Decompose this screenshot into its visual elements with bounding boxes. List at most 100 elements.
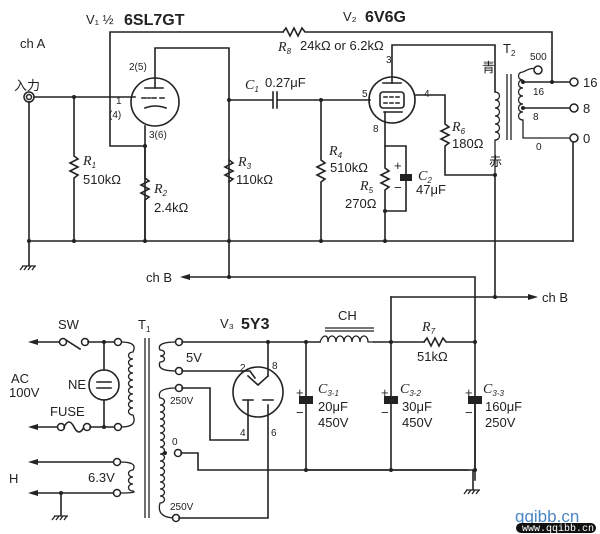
ac-arrow-top-icon bbox=[28, 339, 38, 345]
heater-label: H bbox=[9, 471, 18, 486]
v3-pin-2: 2 bbox=[240, 363, 246, 374]
r5-ref: R5 bbox=[359, 179, 374, 195]
c3-2-capacitor bbox=[384, 396, 398, 404]
c3-3-ref: C3-3 bbox=[483, 382, 504, 398]
output-0-label: 0 bbox=[583, 131, 590, 146]
c2-value: 47μF bbox=[416, 182, 446, 197]
c3-2-value: 30μF bbox=[402, 399, 432, 414]
r4-resistor bbox=[315, 99, 327, 242]
t2-secondary-coil bbox=[517, 67, 570, 139]
choke-label: CH bbox=[338, 308, 357, 323]
r5-resistor bbox=[379, 145, 391, 242]
v3-title: V₃ 5Y3 bbox=[220, 316, 270, 333]
c3-3-minus: − bbox=[465, 405, 473, 420]
r2-ref: R2 bbox=[153, 182, 168, 198]
c3-1-voltage: 450V bbox=[318, 415, 349, 430]
junction bbox=[102, 425, 106, 429]
ch-b-right-label: ch B bbox=[542, 290, 568, 305]
t2-primary-bottom-label: 赤 bbox=[489, 154, 502, 169]
t1-hv-bottom-label: 250V bbox=[170, 502, 194, 513]
v1-title: V₁ ½ 6SL7GT bbox=[86, 12, 185, 29]
r8-ref: R8 bbox=[277, 40, 292, 56]
arrow-right-icon bbox=[528, 294, 538, 300]
choke-coil bbox=[319, 335, 375, 343]
t1-primary-terminal-bottom bbox=[113, 422, 123, 432]
c2-minus: − bbox=[394, 180, 402, 195]
v1-ref: V₁ ½ bbox=[86, 12, 114, 27]
fuse-label: FUSE bbox=[50, 404, 85, 419]
ground-icon bbox=[463, 489, 480, 495]
t2-tap-500: 500 bbox=[530, 52, 547, 63]
t1-core bbox=[144, 338, 150, 518]
t1-hv-coil bbox=[158, 387, 177, 519]
t1-heater-coil bbox=[119, 461, 135, 494]
junctions-psu-ground bbox=[304, 468, 477, 472]
v3-pin-4: 4 bbox=[240, 428, 246, 439]
v2-tube bbox=[368, 76, 416, 124]
hv-top-to-plate4-wire bbox=[181, 387, 249, 441]
r4-value: 510kΩ bbox=[330, 160, 368, 175]
c3-3-capacitor bbox=[468, 396, 482, 404]
neon-lamp bbox=[88, 369, 120, 401]
output-8-terminal[interactable] bbox=[569, 103, 579, 113]
output-8-label: 8 bbox=[583, 101, 590, 116]
r7-resistor bbox=[422, 336, 476, 348]
choke-core bbox=[325, 327, 374, 332]
ac-voltage-label: 100V bbox=[9, 385, 40, 400]
watermark: qqibb.cn www.qqibb.cn bbox=[515, 507, 596, 534]
c3-2-voltage: 450V bbox=[402, 415, 433, 430]
r2-resistor bbox=[139, 145, 151, 242]
c2-plus: + bbox=[394, 158, 402, 173]
t2-tap-8: 8 bbox=[533, 112, 539, 123]
ground-icon bbox=[51, 515, 68, 521]
c1-value: 0.27μF bbox=[265, 75, 306, 90]
heater-arrow-bottom-icon bbox=[28, 490, 38, 496]
c3-2-ref: C3-2 bbox=[400, 382, 421, 398]
filament-wire bbox=[181, 370, 257, 380]
ch-b-left-wire bbox=[187, 240, 230, 278]
t1-ref: T1 bbox=[138, 317, 151, 334]
ground-icon bbox=[19, 265, 36, 271]
svg-text:T1: T1 bbox=[138, 317, 151, 334]
c3-2-plus: + bbox=[381, 385, 389, 400]
output-16-terminal[interactable] bbox=[569, 77, 579, 87]
t2-tap-500-terminal bbox=[533, 65, 543, 75]
r4-ref: R4 bbox=[328, 144, 343, 160]
input-jack bbox=[23, 91, 35, 103]
t1-heater-terminal-top bbox=[112, 457, 122, 467]
feedback-wire-left bbox=[109, 31, 284, 147]
t1-ct-label: 0 bbox=[172, 437, 178, 448]
c1-capacitor bbox=[272, 91, 278, 109]
v2-title: V₂ 6V6G bbox=[343, 9, 406, 26]
r5-value: 270Ω bbox=[345, 196, 377, 211]
c3-1-minus: − bbox=[296, 405, 304, 420]
v3-ref: V₃ bbox=[220, 316, 234, 331]
junction bbox=[383, 209, 387, 213]
arrow-left-icon bbox=[180, 274, 190, 280]
junction bbox=[521, 106, 525, 110]
hv-bottom-to-plate6-wire bbox=[178, 404, 269, 519]
v3-tube bbox=[232, 366, 284, 418]
switch-lever[interactable] bbox=[64, 338, 82, 351]
heater-arrow-top-icon bbox=[28, 459, 38, 465]
v3-pin-6: 6 bbox=[271, 428, 277, 439]
v1-tube bbox=[130, 77, 180, 127]
r3-ref: R3 bbox=[237, 155, 252, 171]
t2-primary-top-label: 青 bbox=[482, 60, 495, 75]
r3-resistor bbox=[223, 158, 235, 184]
watermark-main: qqibb.cn bbox=[515, 507, 579, 526]
v3-pin-8: 8 bbox=[272, 361, 278, 372]
v2-model: 6V6G bbox=[365, 9, 406, 26]
r3-value: 110kΩ bbox=[236, 172, 273, 187]
junction bbox=[473, 340, 477, 344]
ac-arrow-bottom-icon bbox=[28, 424, 38, 430]
t1-5v-coil bbox=[158, 341, 177, 372]
t1-5v-label: 5V bbox=[186, 350, 202, 365]
switch-terminal-1 bbox=[58, 337, 68, 347]
v2-grid-dots bbox=[383, 96, 400, 104]
r6-resistor bbox=[414, 94, 496, 176]
watermark-url: www.qqibb.cn bbox=[522, 523, 594, 534]
output-0-terminal[interactable] bbox=[569, 133, 579, 143]
c2-ref: C2 bbox=[418, 169, 432, 185]
